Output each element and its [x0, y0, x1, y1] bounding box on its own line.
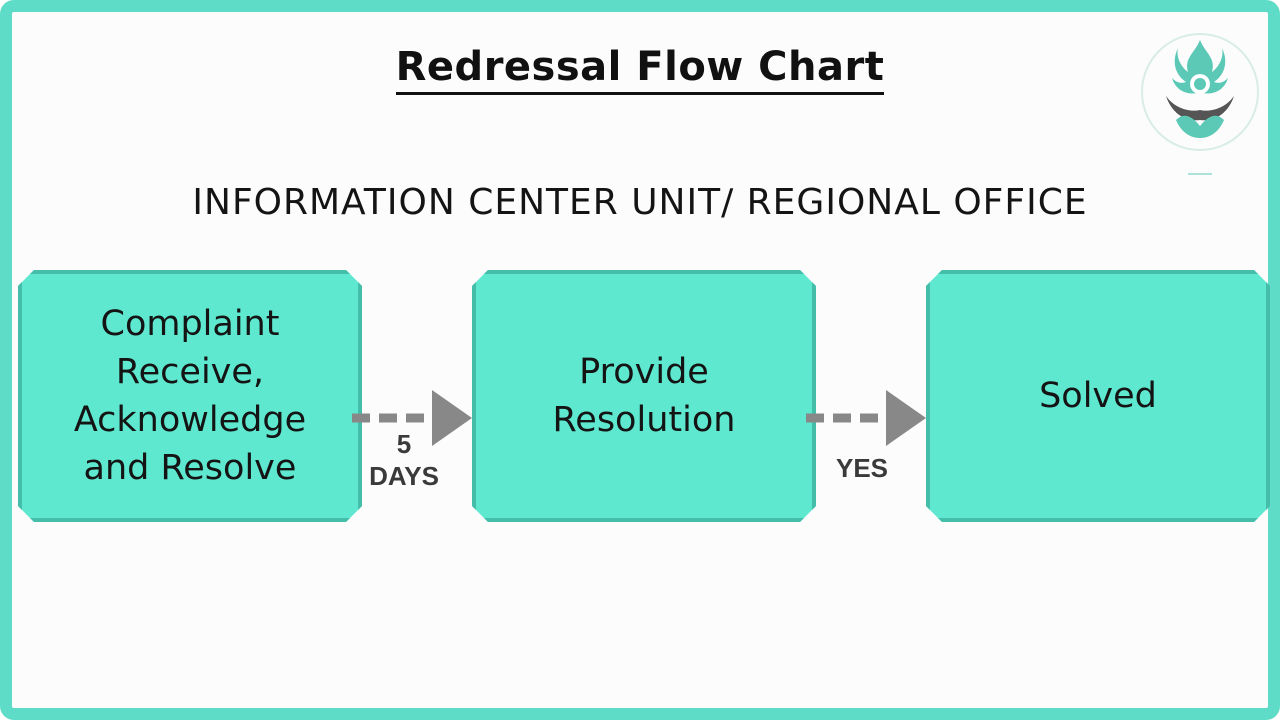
arrow-5-days	[352, 390, 472, 446]
edge-label-5-days: 5 DAYS	[369, 429, 439, 491]
arrow-yes	[806, 390, 926, 446]
chart-title: Redressal Flow Chart	[12, 44, 1268, 95]
node-label: Solved	[1039, 376, 1157, 416]
node-solved: Solved	[926, 270, 1270, 522]
arrow-yes-head	[886, 390, 926, 446]
edge-label-yes: YES	[835, 453, 889, 483]
arrow-5-days-head	[432, 390, 472, 446]
lotus-hands-logo-icon	[1141, 33, 1259, 175]
node-complaint-receive: Complaint Receive, Acknowledge and Resol…	[18, 270, 362, 522]
chart-title-text: Redressal Flow Chart	[395, 44, 885, 95]
node-provide-resolution: Provide Resolution	[472, 270, 816, 522]
office-subtitle: INFORMATION CENTER UNIT/ REGIONAL OFFICE	[192, 182, 1088, 223]
node-label: Complaint Receive, Acknowledge and Resol…	[73, 304, 307, 488]
node-label: Provide Resolution	[552, 352, 736, 440]
